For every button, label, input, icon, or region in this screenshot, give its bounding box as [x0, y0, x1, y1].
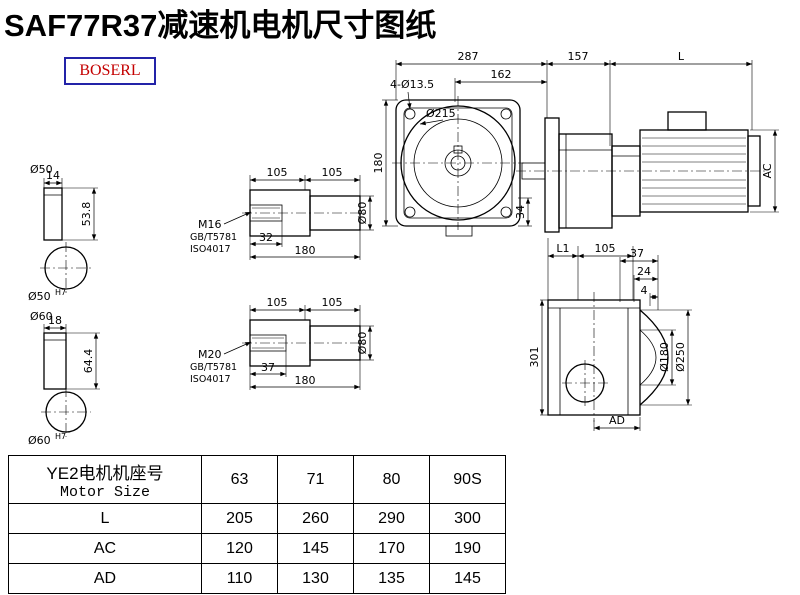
dim-text: 105: [322, 296, 343, 309]
shaft-section-50-view: Ø50 14 53.8 Ø50 H7: [28, 163, 98, 303]
brand-logo-text: BOSERL: [79, 62, 141, 79]
table-row-AC: AC 120 145 170 190: [8, 533, 506, 564]
dim-text: 301: [528, 347, 541, 368]
dim-text: AC: [761, 163, 774, 178]
motor-adapter: [611, 145, 641, 217]
gearbox-body: [558, 133, 613, 229]
gearbox-front-view: 287 162 4-Ø13.5 Ø215 180: [372, 50, 548, 237]
table-cell: 290: [353, 503, 430, 534]
dim-text: 162: [491, 68, 512, 81]
output-flange-view: 37 24 4 301 Ø180: [528, 247, 692, 431]
flange-arc-inner: [639, 329, 657, 386]
dim-text: 180: [372, 153, 385, 174]
page-title: SAF77R37减速机电机尺寸图纸: [4, 8, 437, 43]
dim-text: Ø80: [356, 332, 369, 355]
dia-label: Ø60: [30, 310, 53, 323]
bore-label: Ø50: [28, 290, 51, 303]
dim-text: 180: [295, 374, 316, 387]
row-label: AC: [8, 533, 202, 564]
dim-text: 180: [295, 244, 316, 257]
dim-text: 157: [568, 50, 589, 63]
dim-text: Ø80: [356, 202, 369, 225]
dim-text: Ø250: [674, 342, 687, 372]
dim-text: 37: [630, 247, 644, 260]
table-row-L: L 205 260 290 300: [8, 503, 506, 534]
dim-text: AD: [609, 414, 625, 427]
bottom-boss: [445, 225, 473, 237]
terminal-box: [667, 111, 707, 131]
table-cell: 260: [277, 503, 354, 534]
standard-label: ISO4017: [190, 374, 231, 385]
dim-text: 34: [514, 205, 527, 219]
gearmotor-side-view: 157 L AC: [516, 50, 779, 300]
header-cn: YE2电机机座号: [46, 463, 164, 483]
dim-text: L1: [556, 242, 569, 255]
header-en: Motor Size: [59, 483, 150, 501]
table-cell: 135: [353, 563, 430, 594]
hole-callout: 4-Ø13.5: [390, 78, 434, 91]
row-label: L: [8, 503, 202, 534]
dim-text: 4: [641, 284, 648, 297]
table-header-size-90s: 90S: [429, 455, 506, 504]
table-header-motor-size: YE2电机机座号 Motor Size: [8, 455, 202, 504]
bore-label: Ø60: [28, 434, 51, 447]
table-header-size-63: 63: [201, 455, 278, 504]
motor-size-table: YE2电机机座号 Motor Size 63 71 80 90S L 205 2…: [8, 455, 506, 594]
bolt-hole: [404, 206, 416, 218]
dim-text: 32: [259, 231, 273, 244]
bolt-hole: [500, 108, 512, 120]
table-cell: 110: [201, 563, 278, 594]
standard-label: ISO4017: [190, 244, 231, 255]
dim-text: 37: [261, 361, 275, 374]
dia-label: Ø50: [30, 163, 53, 176]
thread-label: M16: [198, 218, 222, 231]
brand-logo: BOSERL: [64, 57, 156, 85]
row-label: AD: [8, 563, 202, 594]
bore-tolerance: H7: [55, 288, 66, 297]
dim-text: 64.4: [82, 349, 95, 374]
flange-dia-label: Ø215: [426, 107, 456, 120]
thread-label: M20: [198, 348, 222, 361]
table-header-size-71: 71: [277, 455, 354, 504]
dim-text: Ø180: [658, 342, 671, 372]
table-cell: 145: [429, 563, 506, 594]
shaft-end-outline: [43, 187, 63, 241]
shaft-detail-m20-view: 105 105 37 180 Ø80 M20 GB/T5781 ISO4017: [190, 296, 374, 390]
table-cell: 120: [201, 533, 278, 564]
bolt-hole: [500, 206, 512, 218]
shaft-section-60-view: Ø60 18 64.4 Ø60 H7: [28, 310, 100, 447]
dim-text: L: [678, 50, 685, 63]
dim-text: 18: [48, 314, 62, 327]
dim-text: 105: [267, 296, 288, 309]
table-cell: 145: [277, 533, 354, 564]
mount-flange: [544, 117, 560, 233]
bolt-hole: [404, 108, 416, 120]
flange-arc-outer: [639, 309, 669, 406]
shaft-detail-m16-view: 105 105 32 180 Ø80 M16 GB/T5781 ISO4017: [190, 166, 374, 260]
dim-text: 105: [322, 166, 343, 179]
standard-label: GB/T5781: [190, 362, 237, 373]
table-cell: 300: [429, 503, 506, 534]
table-cell: 170: [353, 533, 430, 564]
standard-label: GB/T5781: [190, 232, 237, 243]
dim-text: 105: [267, 166, 288, 179]
technical-drawing: Ø50 14 53.8 Ø50 H7 Ø60 18: [28, 50, 779, 447]
table-cell: 190: [429, 533, 506, 564]
table-cell: 130: [277, 563, 354, 594]
shaft-end-outline: [43, 332, 67, 390]
dim-text: 24: [637, 265, 651, 278]
dim-text: 53.8: [80, 202, 93, 227]
dim-text: 287: [458, 50, 479, 63]
dim-text: 14: [46, 169, 60, 182]
dim-text: 105: [595, 242, 616, 255]
table-row-AD: AD 110 130 135 145: [8, 563, 506, 594]
table-cell: 205: [201, 503, 278, 534]
table-header-size-80: 80: [353, 455, 430, 504]
bore-tolerance: H7: [55, 432, 66, 441]
